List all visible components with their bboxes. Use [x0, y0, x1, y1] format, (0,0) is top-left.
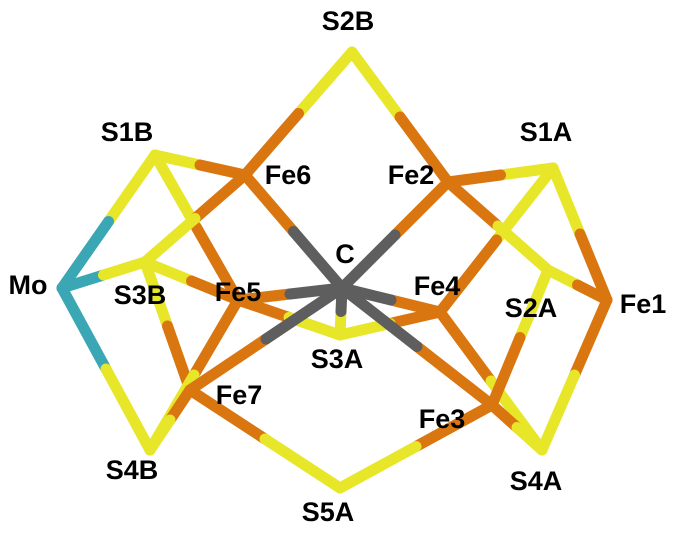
bond-s1a-fe2-half-b [442, 169, 506, 188]
bond-mo-s3b-half-a [56, 269, 109, 294]
bond-fe5-s4b-half-a [188, 294, 244, 381]
bond-fe5-c-half-a [232, 288, 296, 306]
atom-label-fe1: Fe1 [620, 289, 667, 319]
bond-s3b-fe5-half-b [186, 275, 244, 306]
bond-s1a-fe2-half-a [495, 162, 559, 181]
bond-mo-s3b-half-b [98, 256, 151, 281]
bond-s2a-fe1-half-b [572, 279, 613, 306]
atom-label-fe5: Fe5 [215, 277, 262, 307]
atom-label-mo: Mo [9, 270, 48, 300]
bond-fe7-s5a-half-a [184, 384, 271, 445]
bond-fe1-s4a-half-a [569, 294, 613, 381]
bond-fe6-s3b-half-a [189, 169, 251, 224]
atom-label-s1b: S1B [101, 117, 154, 147]
atom-label-s1a: S1A [520, 117, 573, 147]
bond-s1b-fe6-half-b [194, 159, 251, 181]
atom-label-s2a: S2A [505, 293, 558, 323]
bond-fe3-c-half-b [336, 282, 423, 352]
bond-fe2-s2a-half-a [442, 176, 504, 232]
bond-fe3-s4a-half-b [511, 422, 548, 456]
atom-label-s3a: S3A [311, 344, 364, 374]
bond-layer [56, 46, 613, 494]
bond-fe3-s4a-half-a [486, 399, 523, 433]
bond-fe6-s3b-half-b [139, 213, 201, 268]
bond-s1a-fe1-half-a [547, 162, 586, 240]
bond-s2a-fe3-half-a [514, 264, 554, 343]
bond-fe1-s4a-half-b [536, 369, 580, 456]
bond-fe3-c-half-a [411, 341, 498, 411]
bond-fe7-s5a-half-b [259, 433, 346, 494]
bond-s2b-fe6-half-a [293, 46, 358, 119]
bond-fe2-c-half-b [336, 229, 401, 294]
atom-label-s4a: S4A [510, 466, 563, 496]
atom-label-fe7: Fe7 [216, 380, 263, 410]
bond-s1a-fe4-half-b [434, 234, 502, 318]
bond-s3b-fe5-half-a [139, 256, 197, 287]
atom-label-fe3: Fe3 [419, 404, 466, 434]
atom-label-s4b: S4B [106, 455, 159, 485]
bond-s2b-fe2-half-b [394, 111, 454, 188]
bond-s1b-fe5-half-a [149, 149, 202, 233]
atom-label-fe4: Fe4 [414, 271, 461, 301]
bond-fe3-s5a-half-b [334, 441, 422, 494]
bond-fe7-c-half-a [184, 333, 272, 396]
atom-label-s5a: S5A [302, 497, 355, 527]
bond-mo-s4b-half-b [100, 363, 156, 456]
bond-fe7-c-half-b [260, 282, 348, 345]
bond-s2b-fe6-half-b [239, 108, 304, 181]
bond-fe4-c-half-a [385, 294, 446, 318]
bond-s2a-fe3-half-b [486, 332, 526, 411]
bond-mo-s4b-half-a [56, 282, 112, 375]
bond-fe4-s4a-half-a [434, 306, 497, 387]
atom-label-fe6: Fe6 [265, 160, 312, 190]
bond-s2b-fe2-half-a [346, 46, 406, 123]
atom-label-s2b: S2B [322, 6, 375, 36]
atom-label-fe2: Fe2 [388, 160, 435, 190]
bond-fe3-s5a-half-a [410, 399, 498, 452]
bond-fe6-c-half-a [239, 169, 299, 237]
bond-fe2-c-half-a [389, 176, 454, 241]
atom-label-c: C [335, 239, 355, 269]
atom-label-s3b: S3B [114, 280, 167, 310]
bond-s1b-mo-half-b [56, 216, 114, 294]
bond-fe7-s4b-half-a [164, 384, 196, 426]
bond-fe6-c-half-b [288, 226, 348, 294]
bond-fe7-s4b-half-b [144, 414, 176, 456]
bond-s1a-fe1-half-b [574, 228, 613, 306]
bond-s3b-fe7-half-a [139, 256, 173, 332]
bond-s1b-fe6-half-a [149, 149, 206, 171]
bond-s1b-fe5-half-b [191, 222, 244, 306]
bond-fe2-s2a-half-b [492, 220, 554, 276]
bond-s1b-mo-half-a [103, 149, 161, 227]
